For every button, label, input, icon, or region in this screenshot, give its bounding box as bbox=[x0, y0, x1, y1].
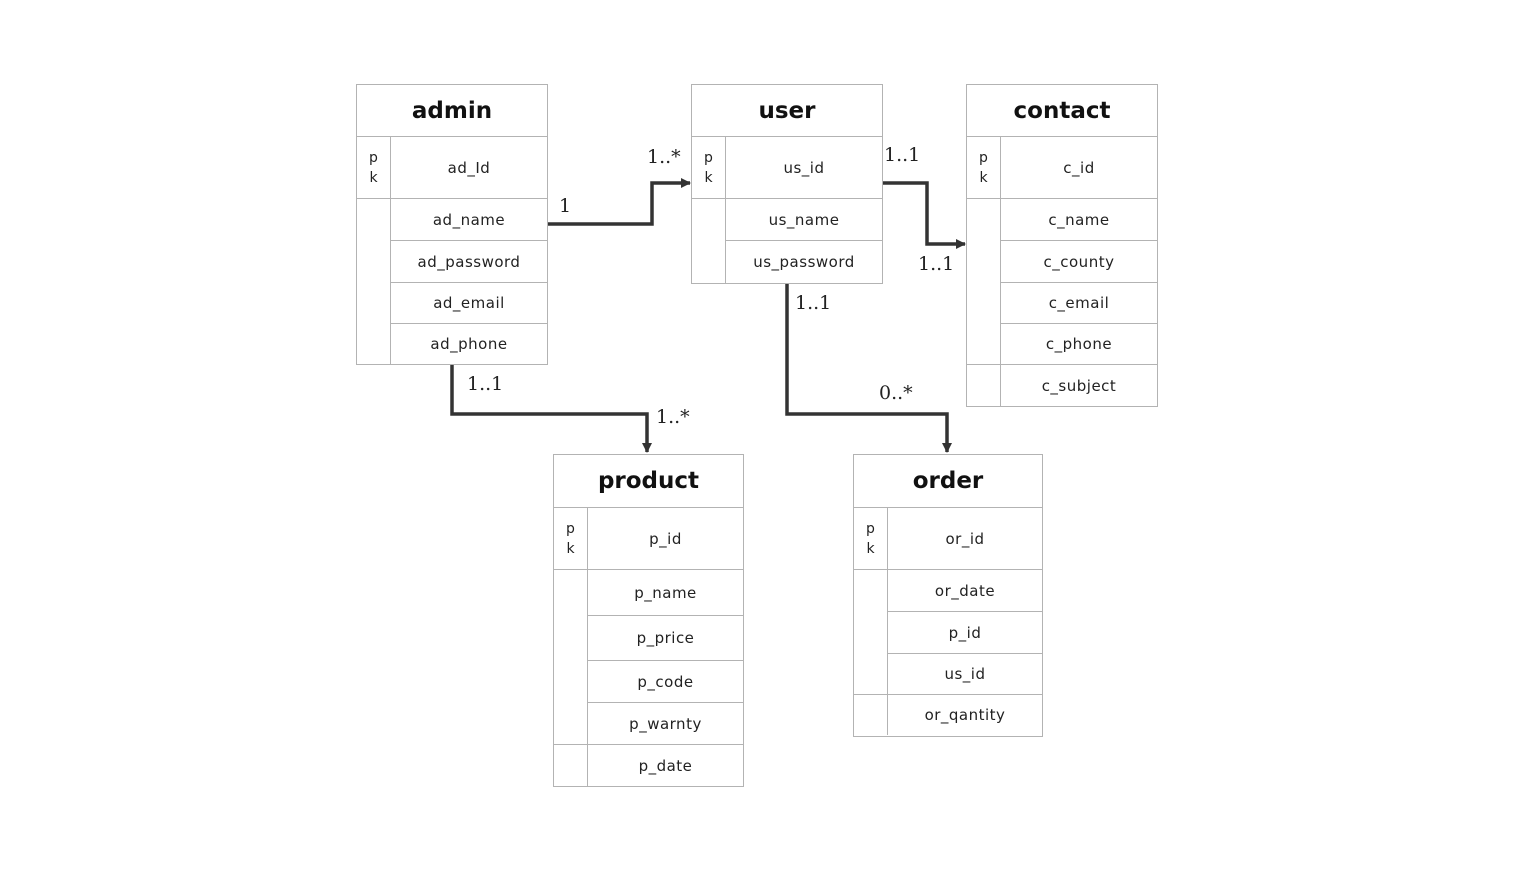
order-entity: order p k or_id or_date p_id us_id or_qa… bbox=[853, 454, 1043, 737]
product-extra-row: p_date bbox=[554, 745, 743, 786]
admin-field: ad_email bbox=[391, 283, 547, 324]
contact-entity: contact p k c_id c_name c_county c_email… bbox=[966, 84, 1158, 407]
contact-field: c_phone bbox=[1045, 335, 1113, 353]
admin-user-from-multiplicity: 1 bbox=[559, 195, 572, 217]
product-key-column bbox=[554, 570, 588, 744]
admin-field: ad_phone bbox=[430, 335, 508, 353]
admin-product-connector bbox=[450, 365, 652, 453]
user-field: us_name bbox=[726, 199, 882, 241]
user-pk-field: us_id bbox=[783, 158, 825, 177]
user-contact-connector bbox=[882, 181, 966, 249]
user-order-from-multiplicity: 1..1 bbox=[795, 292, 832, 314]
product-entity: product p k p_id p_name p_price p_code p… bbox=[553, 454, 744, 787]
contact-pk-row: p k c_id bbox=[967, 137, 1157, 199]
contact-field: c_county bbox=[1001, 241, 1157, 283]
user-field-group: us_name us_password bbox=[692, 199, 882, 283]
contact-key-column bbox=[967, 199, 1001, 364]
product-extra-key bbox=[554, 745, 588, 786]
user-pk-label: p k bbox=[692, 137, 726, 198]
product-pk-field: p_id bbox=[649, 529, 682, 548]
contact-field-group: c_name c_county c_email c_phone bbox=[967, 199, 1157, 365]
admin-key-column bbox=[357, 199, 391, 364]
user-order-connector bbox=[785, 284, 952, 453]
contact-extra-field: c_subject bbox=[1041, 376, 1117, 395]
admin-field: ad_name bbox=[391, 199, 547, 241]
product-field: p_code bbox=[588, 661, 743, 703]
order-field: p_id bbox=[888, 612, 1042, 654]
order-extra-row: or_qantity bbox=[854, 695, 1042, 735]
admin-pk-row: p k ad_Id bbox=[357, 137, 547, 199]
contact-pk-field: c_id bbox=[1063, 158, 1095, 177]
product-pk-row: p k p_id bbox=[554, 508, 743, 570]
admin-user-connector bbox=[548, 178, 691, 226]
product-field: p_warnty bbox=[629, 714, 702, 733]
order-extra-key bbox=[854, 695, 888, 735]
product-field: p_name bbox=[588, 570, 743, 616]
user-contact-to-multiplicity: 1..1 bbox=[918, 253, 955, 275]
admin-entity: admin p k ad_Id ad_name ad_password ad_e… bbox=[356, 84, 548, 365]
admin-field-group: ad_name ad_password ad_email ad_phone bbox=[357, 199, 547, 364]
admin-product-to-multiplicity: 1..* bbox=[656, 406, 690, 428]
contact-field: c_name bbox=[1001, 199, 1157, 241]
contact-pk-label: p k bbox=[967, 137, 1001, 198]
user-contact-from-multiplicity: 1..1 bbox=[884, 144, 921, 166]
order-key-column bbox=[854, 570, 888, 694]
admin-pk-field: ad_Id bbox=[447, 158, 491, 177]
admin-product-from-multiplicity: 1..1 bbox=[467, 373, 504, 395]
user-key-column bbox=[692, 199, 726, 283]
product-title: product bbox=[554, 455, 743, 508]
product-field: p_price bbox=[588, 616, 743, 661]
contact-title: contact bbox=[967, 85, 1157, 137]
user-pk-row: p k us_id bbox=[692, 137, 882, 199]
order-pk-label: p k bbox=[854, 508, 888, 569]
order-title: order bbox=[854, 455, 1042, 508]
order-field-group: or_date p_id us_id bbox=[854, 570, 1042, 695]
user-field: us_password bbox=[753, 253, 855, 271]
admin-title: admin bbox=[357, 85, 547, 137]
order-field: or_date bbox=[888, 570, 1042, 612]
user-order-to-multiplicity: 0..* bbox=[879, 382, 913, 404]
product-extra-field: p_date bbox=[638, 756, 693, 775]
product-field-group: p_name p_price p_code p_warnty bbox=[554, 570, 743, 745]
contact-field: c_email bbox=[1001, 283, 1157, 324]
contact-extra-row: c_subject bbox=[967, 365, 1157, 406]
admin-field: ad_password bbox=[391, 241, 547, 283]
contact-extra-key bbox=[967, 365, 1001, 406]
order-pk-field: or_id bbox=[945, 529, 985, 548]
order-pk-row: p k or_id bbox=[854, 508, 1042, 570]
order-extra-field: or_qantity bbox=[924, 706, 1006, 724]
product-pk-label: p k bbox=[554, 508, 588, 569]
order-field: us_id bbox=[944, 665, 986, 683]
user-title: user bbox=[692, 85, 882, 137]
admin-pk-label: p k bbox=[357, 137, 391, 198]
user-entity: user p k us_id us_name us_password bbox=[691, 84, 883, 284]
admin-user-to-multiplicity: 1..* bbox=[647, 146, 681, 168]
